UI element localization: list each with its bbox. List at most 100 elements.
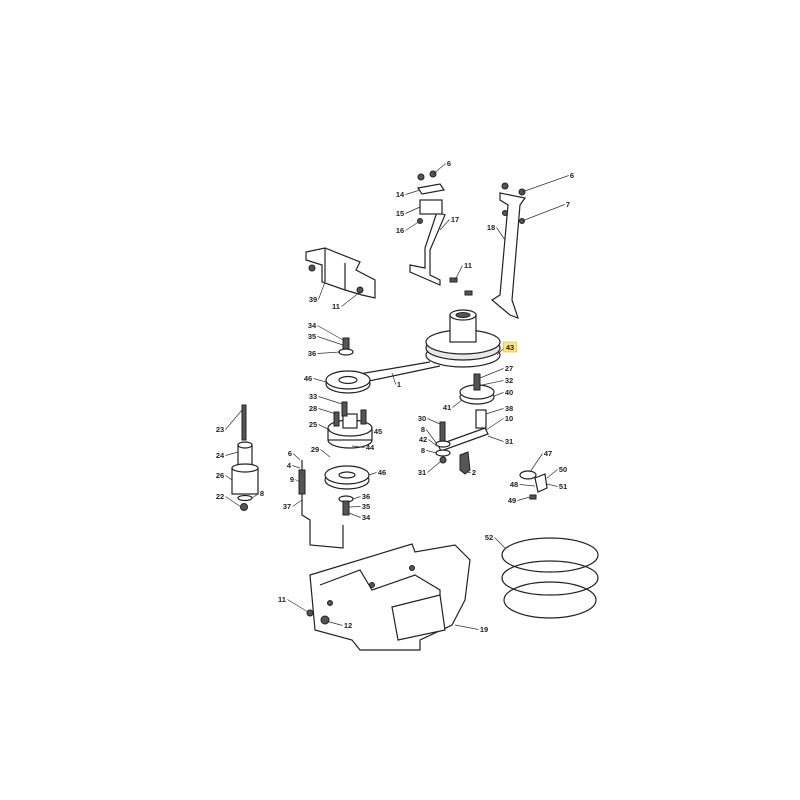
leader-line (517, 496, 531, 501)
callout-number: 45 (374, 427, 382, 436)
callout-labels: 6614151617187113911343536434612732403328… (216, 159, 574, 634)
callout-12: 12 (325, 620, 352, 630)
leader-line (225, 409, 243, 430)
leader-line (519, 484, 536, 487)
leader-line (225, 451, 239, 456)
leader-line (352, 496, 361, 500)
leader-line (465, 471, 471, 473)
callout-number: 49 (508, 496, 516, 505)
leader-line (318, 281, 326, 300)
leader-line (426, 450, 438, 454)
callout-number: 11 (464, 261, 472, 270)
callout-23: 23 (216, 409, 243, 434)
leader-line (293, 453, 301, 461)
callout-number: 6 (447, 159, 451, 168)
callout-number: 52 (485, 533, 493, 542)
callout-number: 8 (260, 489, 264, 498)
callout-number: 36 (362, 492, 370, 501)
callout-number: 11 (278, 595, 286, 604)
leader-line (295, 479, 301, 483)
leader-line (405, 206, 421, 214)
hub-45 (327, 401, 373, 449)
leader-line (371, 431, 373, 435)
callout-number: 8 (421, 446, 425, 455)
callout-31: 31 (487, 435, 513, 446)
callout-26: 26 (216, 471, 233, 481)
callout-number: 39 (309, 295, 317, 304)
callout-42: 42 (419, 435, 438, 447)
callout-number: 46 (304, 374, 312, 383)
callout-number: 11 (332, 302, 340, 311)
callout-number: 19 (480, 625, 488, 634)
leader-line (405, 220, 421, 231)
callout-number: 18 (487, 223, 495, 232)
callout-35: 35 (348, 502, 370, 511)
leader-line (292, 499, 303, 507)
leader-line (341, 291, 361, 307)
leader-line (439, 219, 450, 231)
callout-11: 11 (278, 595, 309, 613)
leader-line (529, 453, 543, 473)
spring-52 (501, 537, 599, 619)
leader-line (351, 445, 365, 448)
callout-number: 12 (344, 621, 352, 630)
callout-46: 46 (368, 468, 386, 477)
callout-47: 47 (529, 449, 552, 473)
pulley-43 (425, 309, 501, 368)
callout-number: 37 (283, 502, 291, 511)
leader-line (485, 418, 504, 431)
leader-line (496, 227, 506, 241)
callout-number: 26 (216, 471, 224, 480)
callout-40: 40 (493, 388, 513, 397)
callout-43: 43 (496, 341, 517, 356)
bracket-18 (490, 182, 527, 320)
bracket-17 (409, 170, 446, 286)
leader-line (391, 372, 397, 385)
callout-number: 23 (216, 425, 224, 434)
callout-34: 34 (348, 512, 371, 522)
callout-35: 35 (308, 332, 344, 346)
callout-25: 25 (309, 420, 331, 431)
callout-number: 32 (505, 376, 513, 385)
callout-17: 17 (439, 215, 459, 231)
callout-8: 8 (421, 425, 438, 445)
callout-1: 1 (391, 372, 401, 389)
callout-number: 46 (378, 468, 386, 477)
callout-number: 15 (396, 209, 404, 218)
callout-19: 19 (454, 624, 488, 634)
leader-line (452, 399, 463, 408)
callout-number: 40 (505, 388, 513, 397)
idler-40 (459, 373, 495, 405)
callout-4: 4 (287, 461, 301, 470)
callout-6: 6 (288, 449, 301, 461)
leader-line (493, 392, 504, 397)
callout-number: 17 (451, 215, 459, 224)
bolt-34 (338, 337, 354, 356)
callout-49: 49 (508, 496, 531, 505)
callout-30: 30 (418, 414, 441, 425)
leader-line (521, 204, 565, 222)
callout-number: 29 (311, 445, 319, 454)
callout-44: 44 (351, 443, 375, 452)
callout-9: 9 (290, 475, 301, 484)
cover-39 (305, 247, 376, 299)
callout-number: 16 (396, 226, 404, 235)
leader-line (368, 472, 377, 476)
callout-8: 8 (421, 446, 438, 455)
callout-45: 45 (371, 427, 382, 436)
callout-46: 46 (304, 374, 327, 383)
leader-line (225, 475, 233, 481)
callout-number: 44 (366, 443, 375, 452)
callout-16: 16 (396, 220, 421, 235)
callout-18: 18 (487, 223, 506, 241)
leader-line (427, 418, 441, 425)
leader-line (546, 483, 558, 487)
callout-number: 41 (443, 403, 451, 412)
callout-number: 31 (418, 468, 426, 477)
callout-6: 6 (432, 159, 451, 175)
leader-line (317, 336, 344, 346)
callout-22: 22 (216, 492, 242, 508)
callout-number: 10 (505, 414, 513, 423)
callout-number: 34 (308, 321, 317, 330)
callout-number: 30 (418, 414, 426, 423)
